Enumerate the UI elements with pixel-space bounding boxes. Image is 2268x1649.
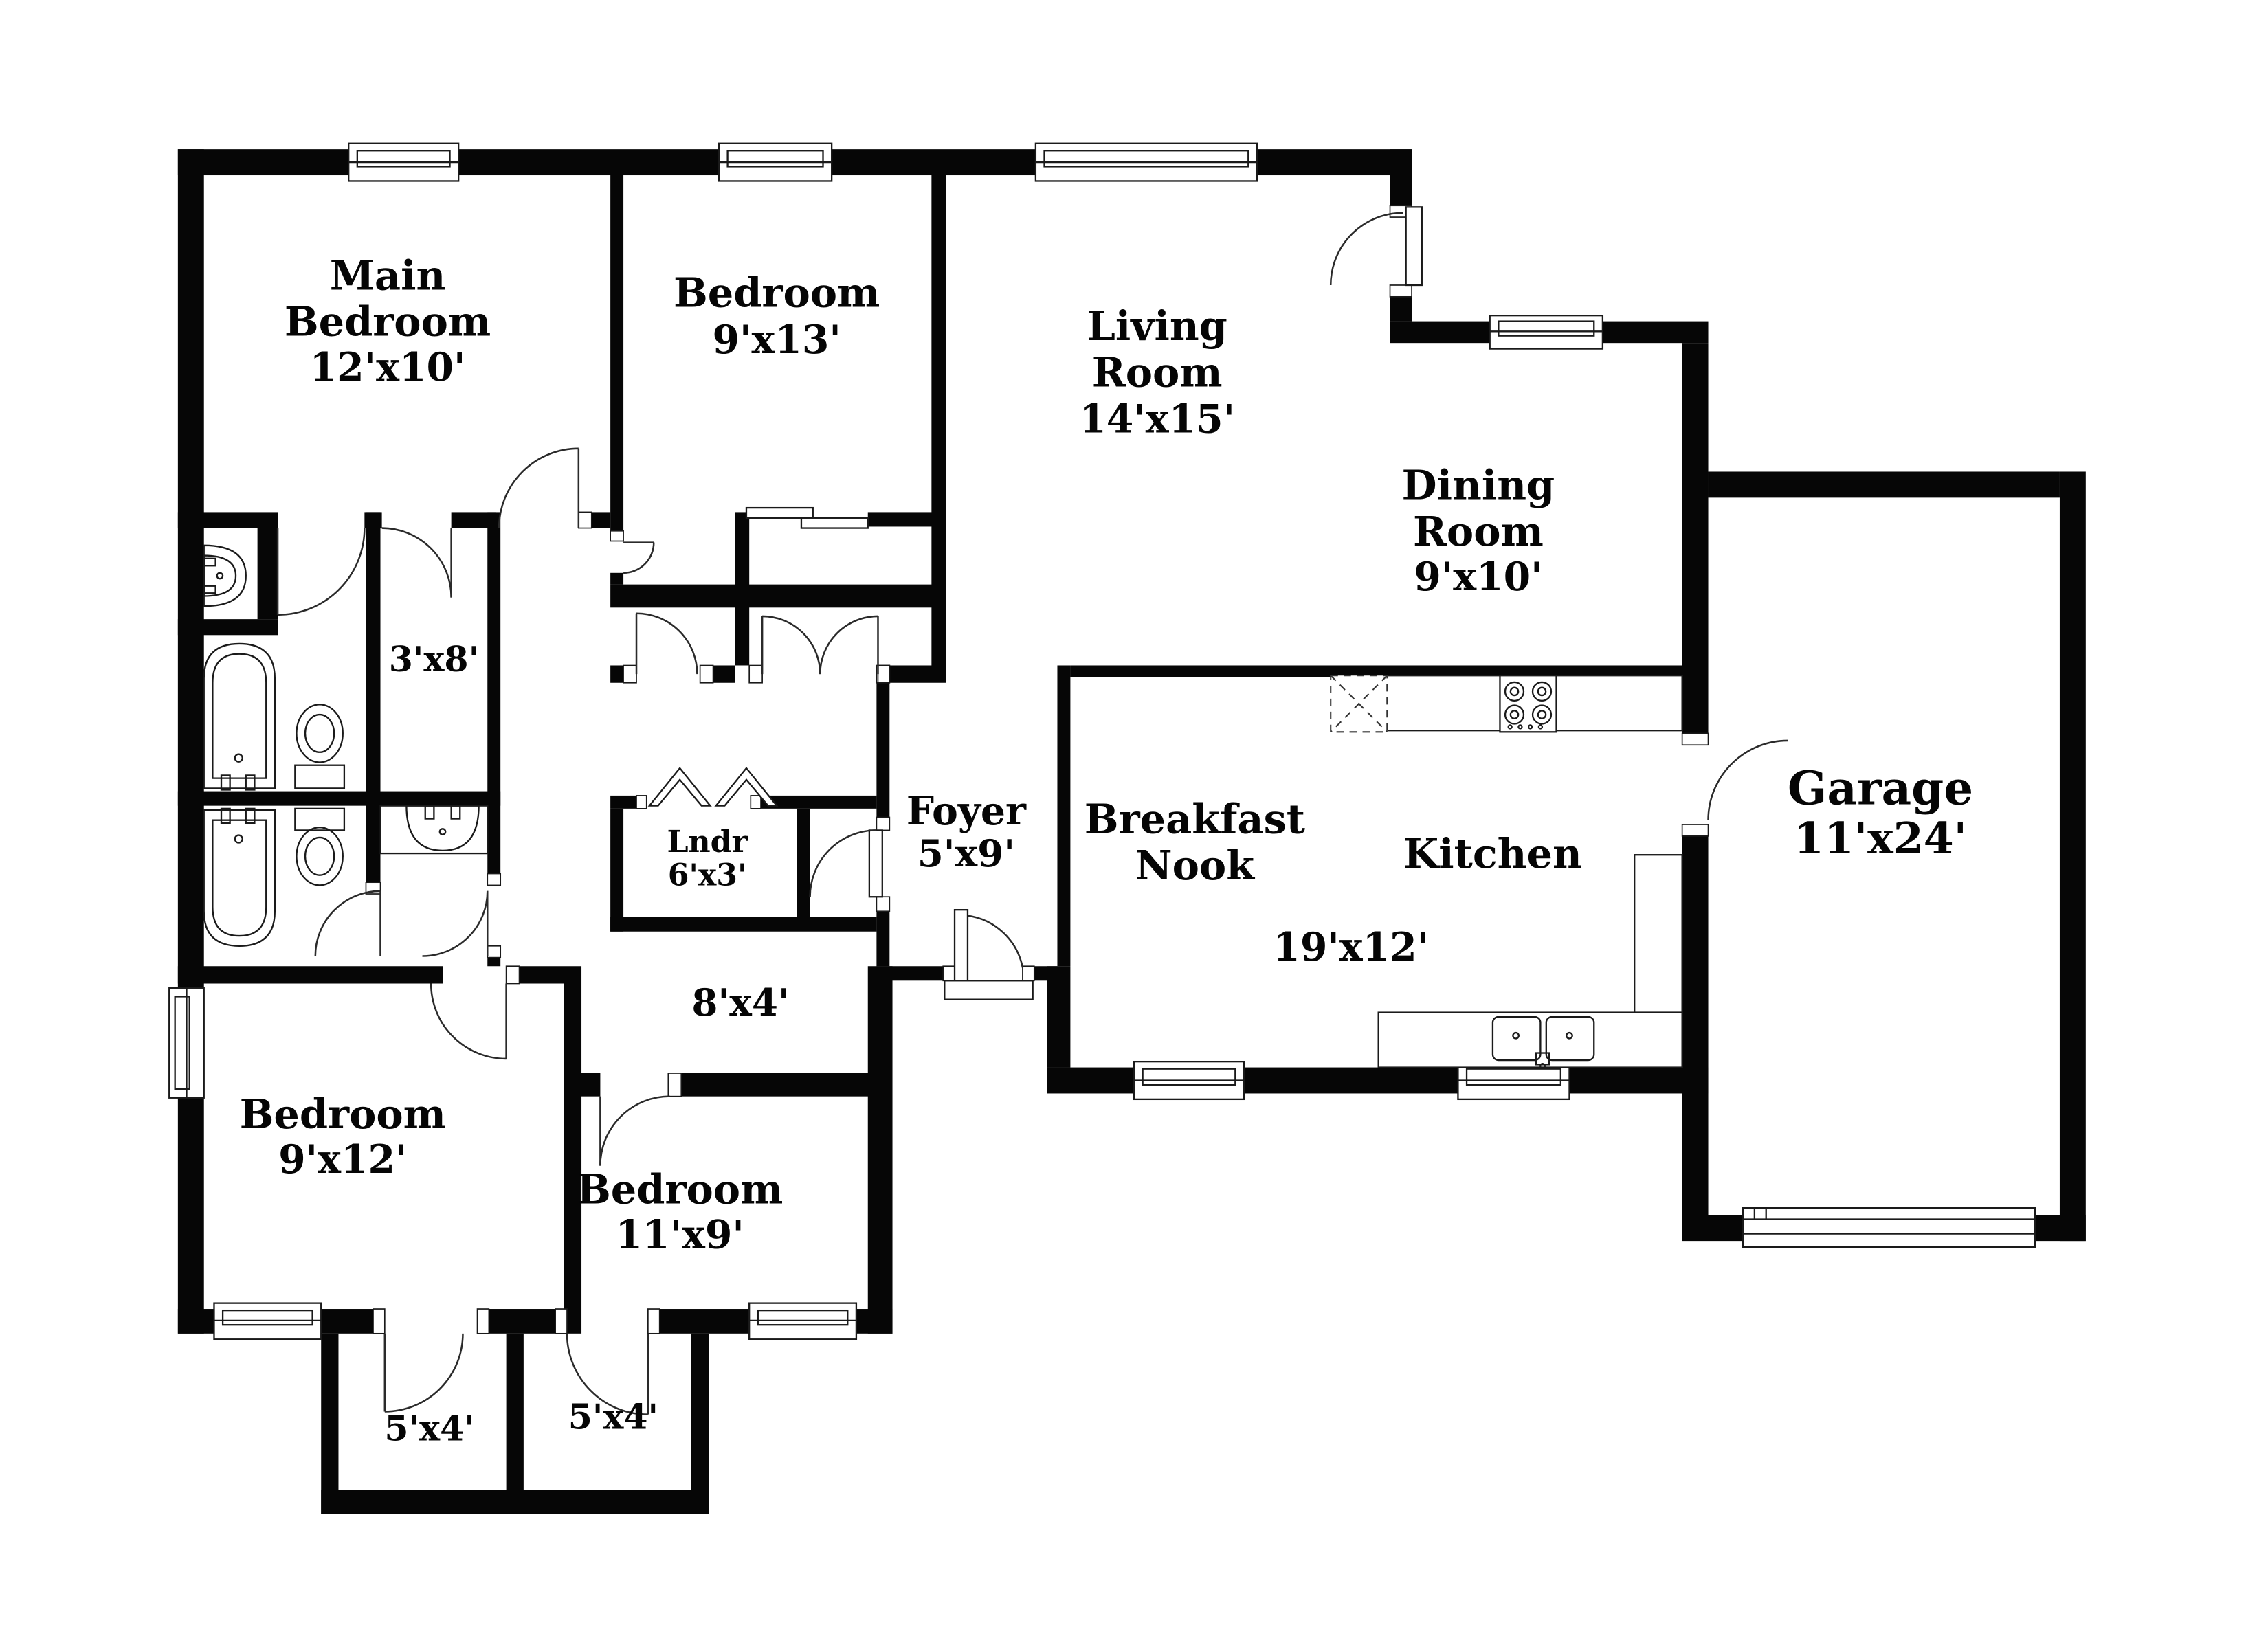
kitchen-sink-icon xyxy=(1491,1016,1595,1069)
kitchen-fixtures xyxy=(1330,675,1683,1069)
label-living-dims: 14'x15' xyxy=(1079,397,1235,442)
label-breakfast-1: Breakfast xyxy=(1085,796,1305,843)
label-bedroom3: Bedroom xyxy=(240,1090,446,1138)
label-laundry: Lndr xyxy=(667,824,748,860)
bath-fixtures xyxy=(203,544,489,947)
label-main-bedroom-1: Main xyxy=(330,251,446,299)
label-garage: Garage xyxy=(1788,761,1973,816)
front-door xyxy=(953,909,1024,982)
main-bedroom-door xyxy=(498,447,580,528)
bifold-doors-laundry xyxy=(647,767,779,807)
sink-hall-icon xyxy=(379,805,489,855)
label-dining-dims: 9'x10' xyxy=(1414,554,1542,600)
lower-counter xyxy=(1377,1011,1683,1068)
sliding-closet-doors xyxy=(745,506,869,529)
foyer-hall-door xyxy=(809,829,883,898)
exterior xyxy=(944,980,2036,1248)
window-dining xyxy=(1489,315,1604,350)
label-breakfast-2: Nook xyxy=(1135,842,1255,889)
label-kitchen-dims: 19'x12' xyxy=(1273,925,1429,970)
door-jambs xyxy=(365,205,1709,1334)
toilet-master-icon xyxy=(294,704,346,789)
window-bedroom3-west xyxy=(168,987,205,1099)
label-foyer-dims: 5'x9' xyxy=(918,831,1015,875)
closet-b-door xyxy=(566,1333,649,1415)
hall-closet-door xyxy=(381,527,452,598)
bedroom3-door xyxy=(430,983,507,1060)
hall-bath-door xyxy=(314,890,381,956)
label-foyer: Foyer xyxy=(907,789,1027,834)
sink-master-icon xyxy=(203,544,247,607)
label-hallway-dims: 8'x4' xyxy=(691,980,789,1024)
porch-stoop xyxy=(944,980,1034,1000)
label-bedroom2: Bedroom xyxy=(674,269,880,317)
label-dining-1: Dining xyxy=(1402,461,1555,508)
refrigerator-space-icon xyxy=(1330,675,1388,733)
garage-door xyxy=(1742,1207,2036,1248)
linen-closet-double-doors xyxy=(761,615,879,675)
label-closet-a-dims: 5'x4' xyxy=(384,1409,474,1449)
label-living-1: Living xyxy=(1087,302,1227,350)
window-bedroom4-south xyxy=(748,1302,858,1340)
label-main-bedroom-dims: 12'x10' xyxy=(310,345,466,390)
label-bedroom4-dims: 11'x9' xyxy=(616,1213,744,1258)
toilet-hall-icon xyxy=(294,807,346,886)
doors xyxy=(276,206,1788,1415)
label-dining-2: Room xyxy=(1413,508,1544,555)
label-main-bedroom-2: Bedroom xyxy=(285,298,491,346)
bedroom2-alcove-door xyxy=(623,541,655,574)
window-living xyxy=(1034,142,1258,182)
label-bedroom3-dims: 9'x12' xyxy=(278,1137,407,1182)
room-labels: Main Bedroom 12'x10' Bedroom 9'x13' Livi… xyxy=(240,251,1973,1448)
closet-a-door xyxy=(383,1333,464,1413)
entry-door xyxy=(1329,206,1423,287)
walls xyxy=(177,149,2086,1514)
window-bedroom2 xyxy=(718,142,833,182)
vanity-room-door xyxy=(422,890,489,957)
bathtub-master-icon xyxy=(203,642,276,791)
side-counter xyxy=(1634,854,1683,1013)
window-breakfast xyxy=(1133,1060,1245,1101)
bathtub-hall-icon xyxy=(203,807,276,947)
label-bedroom2-dims: 9'x13' xyxy=(713,317,841,363)
stove-icon xyxy=(1499,675,1557,733)
window-bedroom3-south xyxy=(213,1302,322,1340)
window-main-bedroom xyxy=(348,142,460,182)
label-living-2: Room xyxy=(1092,348,1223,396)
bedroom4-door xyxy=(599,1095,670,1166)
label-hall-closet-dims: 3'x8' xyxy=(389,639,479,680)
label-laundry-dims: 6'x3' xyxy=(668,857,747,893)
label-kitchen: Kitchen xyxy=(1403,830,1582,877)
label-bedroom4: Bedroom xyxy=(577,1165,783,1213)
label-garage-dims: 11'x24' xyxy=(1794,813,1967,864)
kitchen-garage-door xyxy=(1707,739,1788,820)
linen-closet-door xyxy=(635,612,698,675)
label-closet-b-dims: 5'x4' xyxy=(568,1397,658,1437)
master-bath-door xyxy=(276,528,366,616)
